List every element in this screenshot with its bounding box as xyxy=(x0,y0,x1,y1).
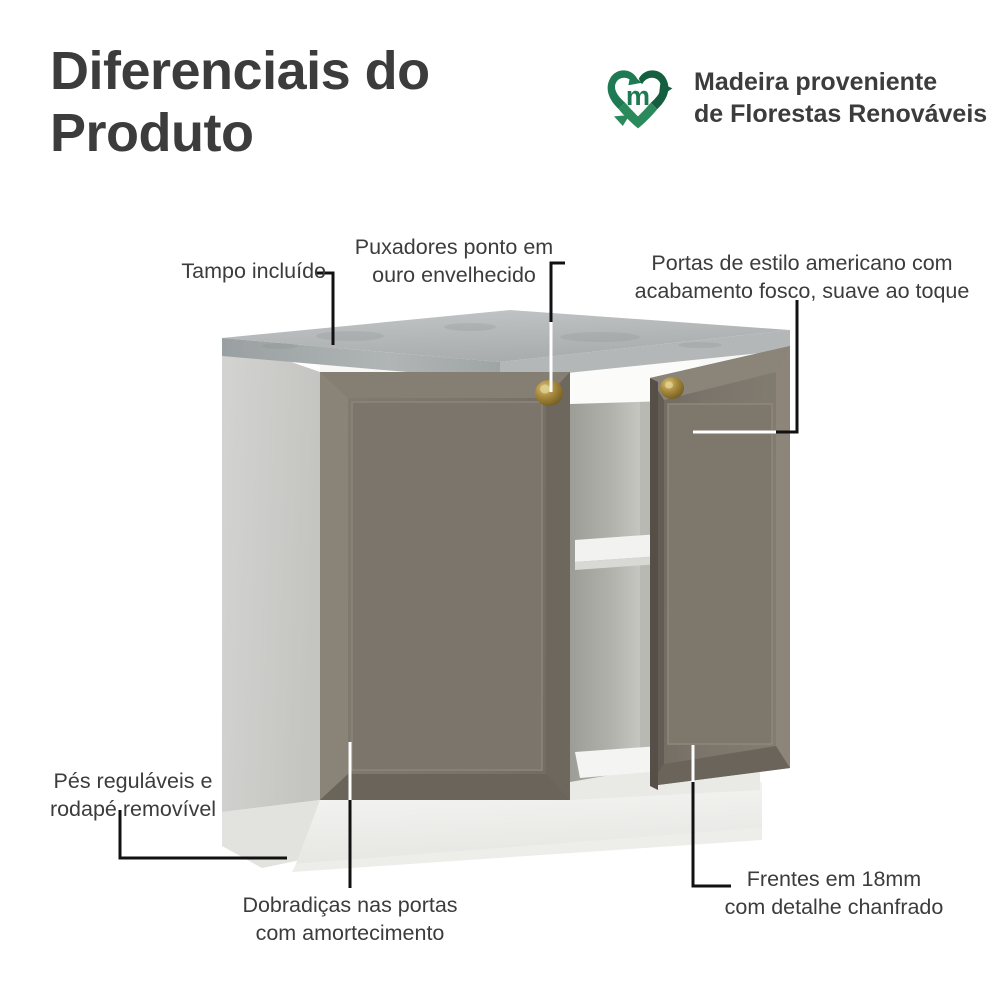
connector-frentes-dark xyxy=(691,782,731,888)
connector-puxadores-dark xyxy=(549,261,565,322)
recycling-heart-icon: m xyxy=(598,58,678,138)
eco-badge-text: Madeira proveniente de Florestas Renováv… xyxy=(694,68,988,128)
connector-portas-dark xyxy=(776,300,799,434)
callout-label-portas: Portas de estilo americano com acabament… xyxy=(634,251,970,303)
page-title: Diferenciais do Produto xyxy=(50,41,430,164)
connector-tampo xyxy=(316,271,335,345)
connector-pes xyxy=(118,810,287,860)
callout-label-frentes: Frentes em 18mm com detalhe chanfrado xyxy=(724,867,944,919)
svg-text:m: m xyxy=(626,80,650,111)
callout-label-pes: Pés reguláveis e rodapé removível xyxy=(49,769,217,821)
callout-label-dobradicas: Dobradiças nas portas com amortecimento xyxy=(242,893,458,945)
eco-badge: m Madeira proveniente de Florestas Renov… xyxy=(598,58,987,138)
callout-label-tampo: Tampo incluído xyxy=(181,259,326,283)
callout-label-puxadores: Puxadores ponto em ouro envelhecido xyxy=(354,235,554,287)
